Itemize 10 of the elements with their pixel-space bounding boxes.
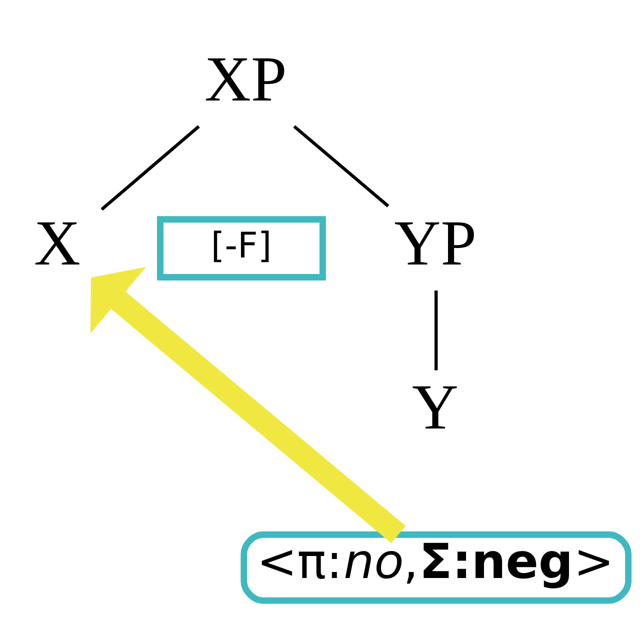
node-box: [-F] [157,216,326,280]
node-box: <π:no,Σ:neg> [240,530,632,604]
arrow [90,266,406,543]
node-text: Y [412,370,458,442]
connector [434,290,438,370]
node-text: X [34,206,80,278]
connector [293,124,390,207]
node-text: XP [204,42,287,114]
node-text: YP [394,206,477,278]
connector [100,124,200,210]
